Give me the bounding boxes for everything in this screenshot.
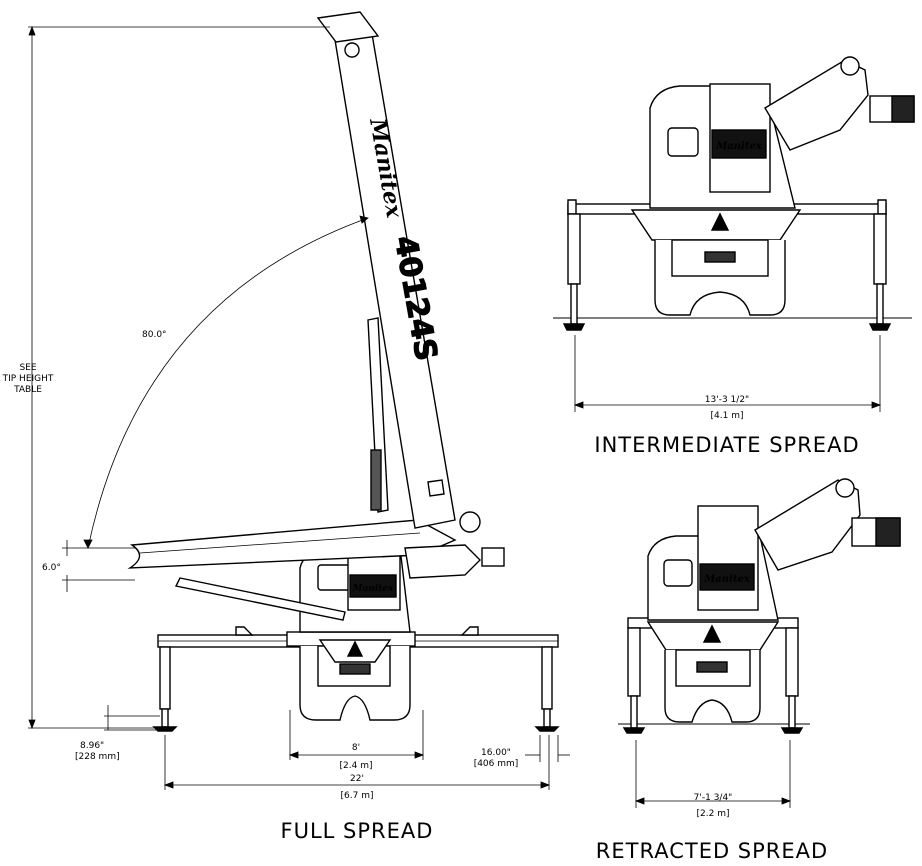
intermediate-spread-caption: INTERMEDIATE SPREAD <box>594 433 859 457</box>
intermediate-spread-view: Manitex <box>553 56 915 331</box>
axle-width-label: 8' <box>352 743 360 753</box>
full-spread-labels: SEE TIP HEIGHT TABLE 80.0° 6.0° 8.96" [2… <box>2 330 519 843</box>
tip-height-label-line2: TIP HEIGHT <box>2 374 54 384</box>
left-outrigger-jack <box>152 646 178 732</box>
intermediate-spread-dimensions <box>573 335 882 412</box>
intermediate-width-label: 13'-3 1/2" <box>705 395 749 405</box>
intermediate-spread-labels: 13'-3 1/2" [4.1 m] INTERMEDIATE SPREAD <box>594 395 859 457</box>
pad-offset-metric: [406 mm] <box>474 759 519 769</box>
retracted-width-label: 7'-1 3/4" <box>694 793 733 803</box>
full-spread-caption: FULL SPREAD <box>281 819 434 843</box>
tip-height-label-line3: TABLE <box>13 385 42 395</box>
full-spread-view: Manitex Manitex 40124S <box>127 11 560 732</box>
pad-height-metric: [228 mm] <box>75 752 120 762</box>
overall-width-metric: [6.7 m] <box>341 791 374 801</box>
intermediate-width-metric: [4.1 m] <box>711 411 744 421</box>
full-spread-dimensions <box>28 25 570 790</box>
retracted-spread-caption: RETRACTED SPREAD <box>596 839 828 863</box>
pad-offset-label: 16.00" <box>481 748 511 758</box>
turret-logo: Manitex <box>351 584 394 594</box>
retracted-spread-view: Manitex <box>618 478 901 734</box>
low-angle-label: 6.0° <box>42 563 61 573</box>
right-outrigger-jack <box>534 646 560 732</box>
retracted-turret-logo: Manitex <box>703 574 751 585</box>
pad-height-label: 8.96" <box>80 741 104 751</box>
tip-height-label-line1: SEE <box>19 363 36 373</box>
retracted-spread-dimensions <box>634 740 792 808</box>
overall-width-label: 22' <box>350 774 364 784</box>
boom-angle-label: 80.0° <box>142 330 167 340</box>
axle-width-metric: [2.4 m] <box>340 761 373 771</box>
retracted-width-metric: [2.2 m] <box>697 809 730 819</box>
intermediate-turret-logo: Manitex <box>715 141 763 152</box>
retracted-spread-labels: 7'-1 3/4" [2.2 m] RETRACTED SPREAD <box>596 793 828 863</box>
